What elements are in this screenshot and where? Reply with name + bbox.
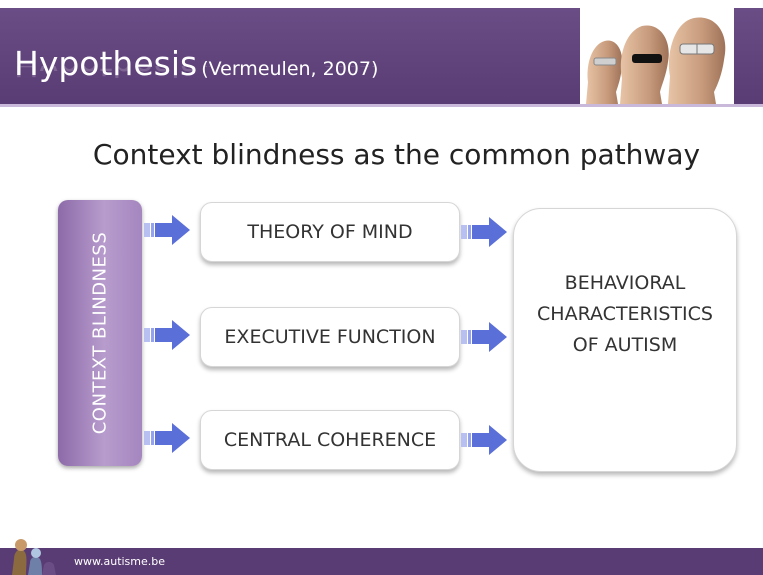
title-reflection-text: Hypothesis — [14, 66, 197, 84]
title-reflection-citation: (Vermeulen, 2007) — [201, 66, 378, 70]
slide-title: Hypothesis (Vermeulen, 2007) — [14, 44, 378, 83]
arrow-right-icon — [461, 322, 507, 352]
title-citation: (Vermeulen, 2007) — [201, 58, 379, 80]
theory-of-mind-box: THEORY OF MIND — [200, 202, 460, 262]
heads-image — [580, 8, 734, 105]
subtitle: Context blindness as the common pathway — [92, 138, 701, 171]
title-text: Hypothesis — [14, 44, 198, 83]
result-text: BEHAVIORAL CHARACTERISTICS OF AUTISM — [537, 268, 713, 361]
arrow-right-icon — [144, 215, 190, 245]
central-coherence-box: CENTRAL COHERENCE — [200, 410, 460, 470]
footer-url[interactable]: www.autisme.be — [74, 555, 166, 568]
arrow-right-icon — [144, 320, 190, 350]
executive-function-box: EXECUTIVE FUNCTION — [200, 307, 460, 367]
result-line-3: OF AUTISM — [572, 333, 678, 356]
context-blindness-label: CONTEXT BLINDNESS — [89, 231, 111, 435]
behavioral-characteristics-box: BEHAVIORAL CHARACTERISTICS OF AUTISM — [513, 208, 737, 472]
arrow-right-icon — [461, 425, 507, 455]
heads-illustration — [586, 17, 726, 105]
context-blindness-box: CONTEXT BLINDNESS — [58, 200, 142, 466]
footer-bar — [0, 548, 763, 575]
arrow-right-icon — [461, 217, 507, 247]
arrow-right-icon — [144, 423, 190, 453]
footer-logo-icon — [12, 539, 56, 575]
result-line-1: BEHAVIORAL — [564, 271, 686, 294]
title-reflection: Hypothesis (Vermeulen, 2007) — [14, 66, 378, 84]
result-line-2: CHARACTERISTICS — [537, 302, 713, 325]
header-divider — [0, 104, 763, 107]
